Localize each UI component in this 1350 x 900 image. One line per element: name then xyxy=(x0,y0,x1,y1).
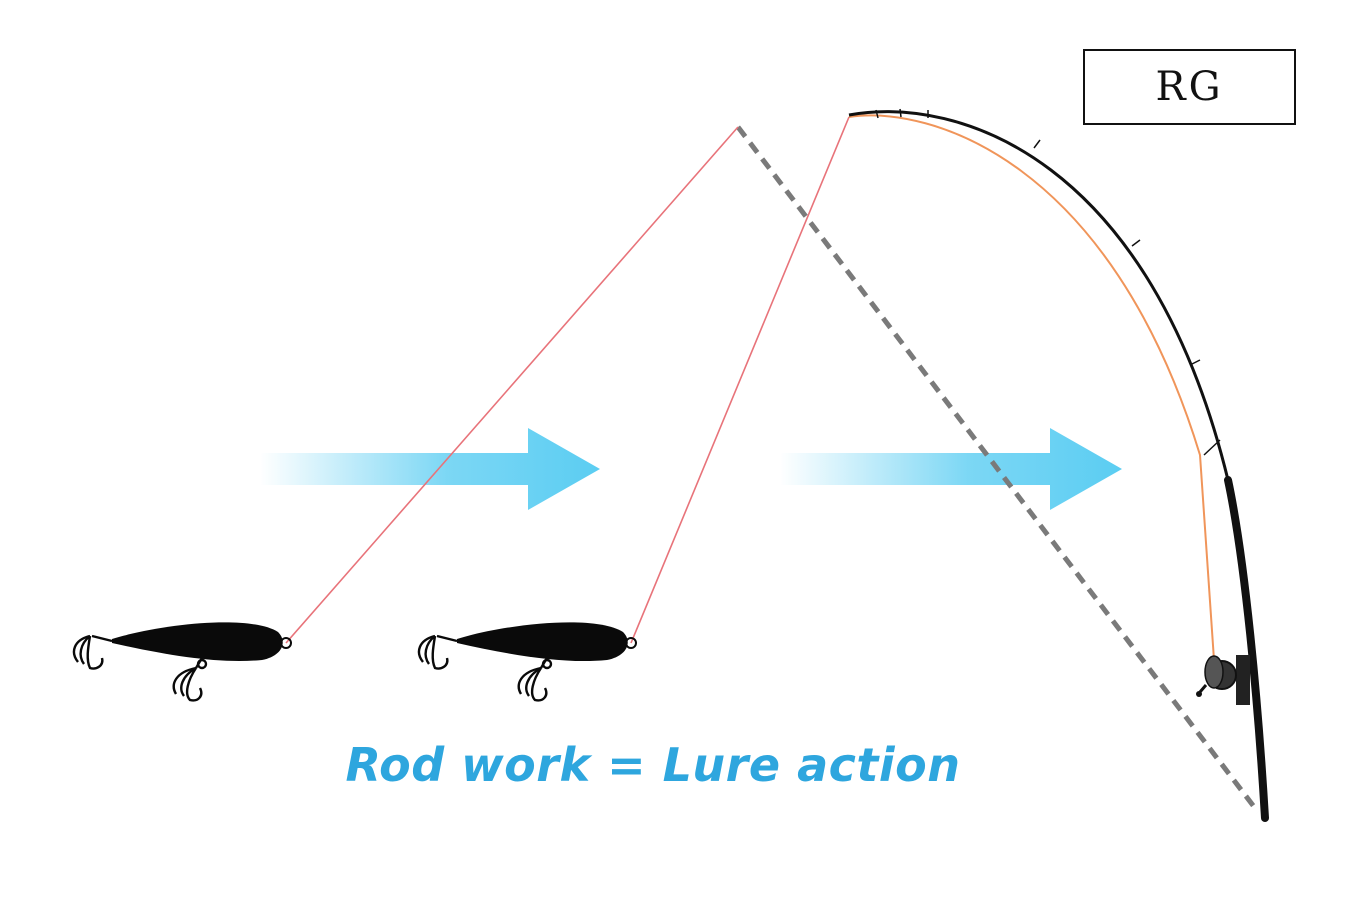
dashed-guide-line xyxy=(736,125,1260,814)
fishing-line-second xyxy=(630,116,850,644)
lure-icon xyxy=(72,622,292,702)
lure-icon xyxy=(417,622,637,702)
right-arrow-icon xyxy=(260,428,600,510)
fishing-line-first xyxy=(285,126,739,644)
rg-logo: RG xyxy=(1083,49,1296,125)
reel-icon xyxy=(1196,655,1250,705)
fishing-rod-icon xyxy=(848,108,1269,822)
right-arrow-icon xyxy=(780,428,1122,510)
logo-text: RG xyxy=(1155,64,1224,110)
caption-title: Rod work = Lure action xyxy=(345,738,961,792)
